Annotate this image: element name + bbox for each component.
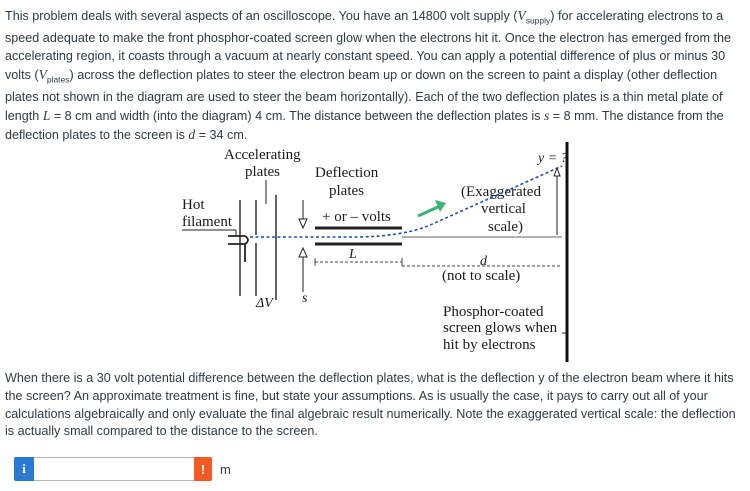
hot-filament-label-2: filament bbox=[182, 214, 233, 230]
y-unknown-label: y = ? bbox=[536, 151, 568, 166]
beam-direction-arrow-head bbox=[435, 200, 446, 212]
accelerating-plates-label-2: plates bbox=[245, 164, 280, 180]
warning-icon[interactable]: ! bbox=[194, 457, 212, 481]
deflection-plates-label-2: plates bbox=[329, 183, 364, 199]
phosphor-label-2: screen glows when bbox=[443, 320, 558, 336]
exaggerated-label-1: (Exaggerated bbox=[461, 184, 541, 200]
electron-beam bbox=[250, 165, 563, 238]
distance-d-label: d bbox=[480, 254, 488, 269]
answer-input[interactable] bbox=[34, 457, 194, 481]
problem-intro: This problem deals with several aspects … bbox=[5, 8, 731, 142]
info-icon[interactable]: i bbox=[14, 457, 34, 481]
s-arrow-bottom-head bbox=[298, 246, 308, 258]
s-arrow-top-head bbox=[298, 218, 308, 230]
hot-filament-label-1: Hot bbox=[182, 197, 205, 213]
answer-row: i ! m bbox=[14, 457, 231, 481]
oscilloscope-diagram: Accelerating plates Deflection plates Ho… bbox=[170, 140, 590, 365]
beam-direction-arrow-shaft bbox=[417, 204, 441, 218]
accelerating-plates-label-1: Accelerating bbox=[224, 147, 301, 163]
question-text: When there is a 30 volt potential differ… bbox=[5, 371, 736, 439]
oscilloscope-svg: Accelerating plates Deflection plates Ho… bbox=[182, 142, 569, 362]
filament-shape bbox=[228, 235, 249, 245]
deflection-plates-label-1: Deflection bbox=[315, 165, 379, 181]
not-to-scale-label: (not to scale) bbox=[442, 268, 520, 284]
volts-label: + or – volts bbox=[322, 209, 391, 225]
y-arrow-head bbox=[553, 166, 561, 177]
delta-v-label: ΔV bbox=[255, 296, 274, 311]
exaggerated-label-2: vertical bbox=[481, 201, 526, 217]
phosphor-label-1: Phosphor-coated bbox=[443, 304, 544, 320]
answer-units: m bbox=[220, 461, 231, 477]
separation-s-label: s bbox=[302, 291, 308, 306]
exaggerated-label-3: scale) bbox=[488, 219, 523, 235]
phosphor-label-3: hit by electrons bbox=[443, 337, 536, 353]
length-L-label: L bbox=[348, 247, 357, 262]
